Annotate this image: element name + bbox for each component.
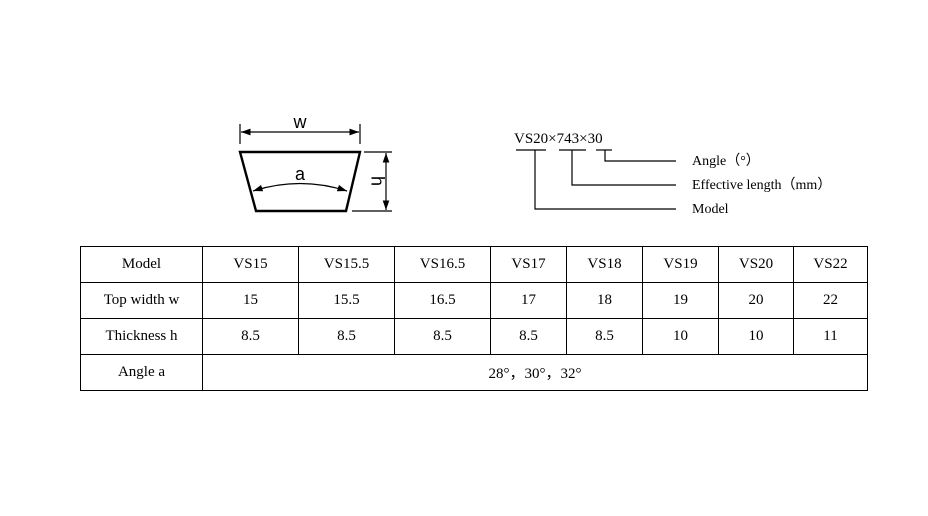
table-cell: VS22 [793,246,868,283]
table-cell: 18 [566,282,643,319]
row-header: Angle a [80,354,203,391]
table-cell: 10 [642,318,719,355]
callout-model: Model [692,202,729,217]
table-cell: 11 [793,318,868,355]
row-header: Top width w [80,282,203,319]
angle-label: a [295,164,306,184]
callout-effective-length: Effective length（mm） [692,177,831,193]
callout-lines [516,149,676,210]
table-cell: VS16.5 [394,246,491,283]
model-code: VS20×743×30 [514,131,603,147]
belt-cross-section [238,150,362,213]
height-label: h [367,176,387,186]
row-header: Model [80,246,203,283]
table-cell: 8.5 [490,318,567,355]
angle-arc [252,182,348,192]
table-cell: VS15.5 [298,246,395,283]
belt-diagram: w a h VS20×743×30 Angle（°） Effective len… [238,112,831,217]
row-header: Thickness h [80,318,203,355]
height-dimension [352,151,392,212]
table-cell: 8.5 [394,318,491,355]
table-cell: 22 [793,282,868,319]
table-cell: 19 [642,282,719,319]
table-cell: 17 [490,282,567,319]
table-cell: 16.5 [394,282,491,319]
table-cell: VS19 [642,246,719,283]
table-cell: 8.5 [202,318,299,355]
width-dimension [239,124,361,144]
angle-values-cell: 28°，30°，32° [202,354,868,391]
callout-angle: Angle（°） [692,153,760,169]
table-cell: VS20 [718,246,794,283]
table-cell: 10 [718,318,794,355]
table-cell: 15.5 [298,282,395,319]
table-cell: 8.5 [566,318,643,355]
table-cell: 8.5 [298,318,395,355]
table-cell: VS15 [202,246,299,283]
table-cell: VS17 [490,246,567,283]
table-cell: VS18 [566,246,643,283]
table-cell: 20 [718,282,794,319]
table-cell: 15 [202,282,299,319]
width-label: w [293,112,308,132]
